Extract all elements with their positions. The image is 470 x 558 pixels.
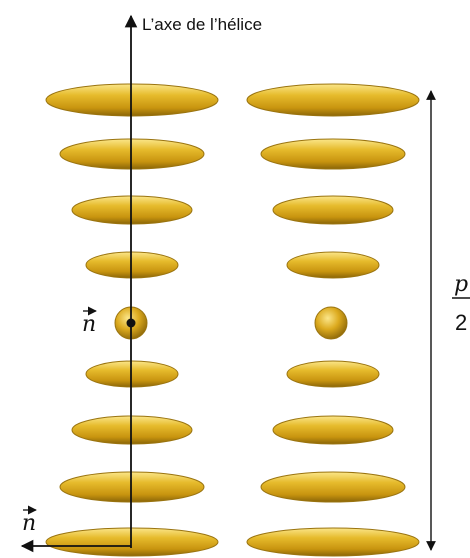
molecule-layer-3-left	[71, 195, 193, 225]
molecule-layer-1-left	[45, 83, 219, 117]
molecule-layer-4-left	[85, 251, 179, 279]
molecule-layer-1-right	[246, 83, 420, 117]
director-label-middle: n	[82, 312, 96, 337]
molecule-layer-6-left	[85, 360, 179, 388]
molecule-layer-2-left	[59, 138, 205, 170]
director-label-bottom: n	[22, 511, 36, 536]
director-dot-icon	[126, 318, 136, 328]
helix-axis-label: L’axe de l’hélice	[142, 15, 262, 34]
pitch-fraction-denominator: 2	[455, 310, 467, 335]
molecule-layer-6-right	[286, 360, 380, 388]
molecule-layer-7-right	[272, 415, 394, 445]
molecule-layer-2-right	[260, 138, 406, 170]
molecule-layer-9-right	[246, 527, 420, 557]
molecule-layer-4-right	[286, 251, 380, 279]
molecule-layer-7-left	[71, 415, 193, 445]
right-column	[246, 83, 420, 557]
molecule-layer-3-right	[272, 195, 394, 225]
molecule-layer-5-right	[314, 306, 348, 340]
molecule-layer-9-left	[45, 527, 219, 557]
molecule-layer-8-left	[59, 471, 205, 503]
molecule-layer-8-right	[260, 471, 406, 503]
left-column	[45, 83, 219, 557]
pitch-fraction-numerator: p	[454, 272, 468, 297]
